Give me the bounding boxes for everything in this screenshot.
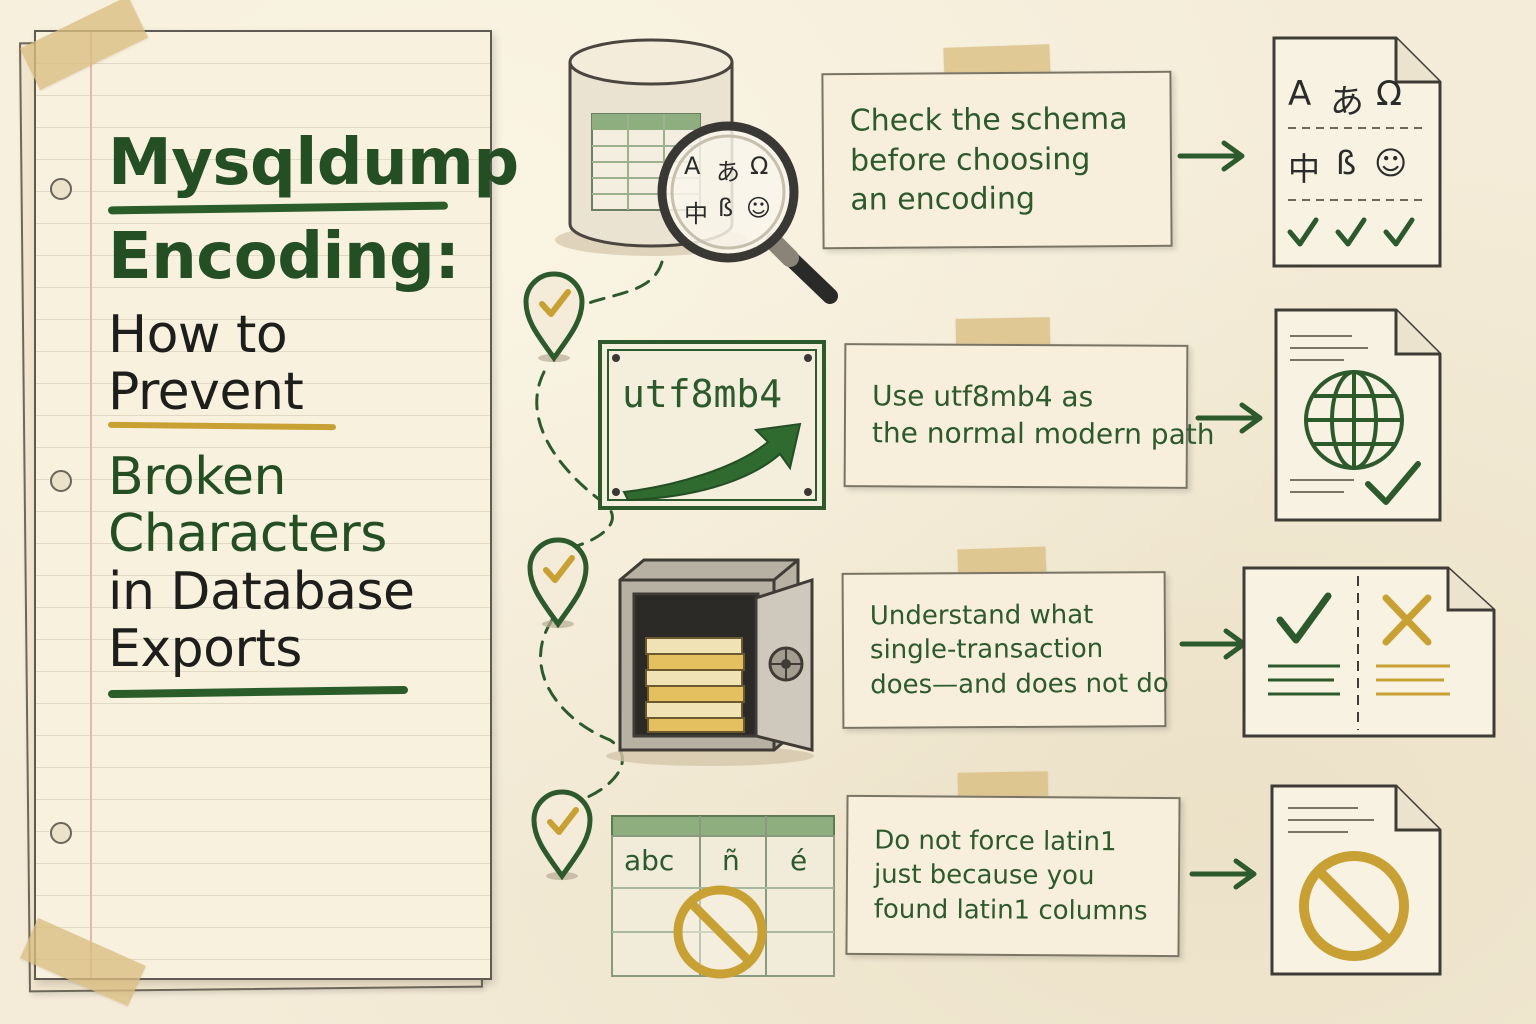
glyph: ☺ xyxy=(746,194,772,222)
notebook-page xyxy=(34,30,492,980)
step-3-card: Understand what single-transaction does—… xyxy=(841,571,1169,729)
step-text-line: Do not force latin1 xyxy=(874,825,1117,858)
step-text-line: just because you xyxy=(873,859,1095,892)
table-cell: abc xyxy=(624,844,675,877)
glyph: Ω xyxy=(750,152,769,180)
checkmark-icon xyxy=(1276,592,1332,644)
glyph: 中 xyxy=(684,200,708,228)
document-icon xyxy=(1242,566,1496,738)
utf8mb4-board xyxy=(598,340,826,510)
margin-line xyxy=(90,32,92,978)
title-line: Encoding: xyxy=(108,220,460,295)
subtitle-line: Broken xyxy=(108,447,286,508)
subtitle-line: Exports xyxy=(108,618,302,679)
step-4-text: Do not force latin1 just because you fou… xyxy=(874,824,1169,929)
glyph: Ω xyxy=(1376,74,1402,114)
title-line: Mysqldump xyxy=(108,126,519,200)
step-text-line: Understand what xyxy=(869,600,1094,632)
step-4-card: Do not force latin1 just because you fou… xyxy=(845,794,1181,958)
step-2-text: Use utf8mb4 as the normal modern path xyxy=(871,378,1215,453)
binder-hole xyxy=(50,178,72,200)
arrow-right-icon xyxy=(1177,140,1245,172)
step-text-line: single-transaction xyxy=(869,634,1104,666)
document-icon xyxy=(1274,308,1442,522)
binder-hole xyxy=(50,822,72,844)
subtitle-line: Characters xyxy=(108,504,387,565)
subtitle-line: How to xyxy=(108,304,288,365)
title-block: Mysqldump Encoding: How to Prevent Broke… xyxy=(107,126,519,706)
glyph: A xyxy=(1288,74,1312,114)
step-text-line: does—and does not do xyxy=(870,668,1169,700)
glyph: A xyxy=(684,152,701,180)
arrow-right-icon xyxy=(1195,402,1263,434)
glyph: あ xyxy=(1330,82,1364,122)
table-cell: é xyxy=(790,844,808,877)
arrow-right-icon xyxy=(1189,858,1257,890)
safe-icon xyxy=(606,558,814,766)
checkmark-icon xyxy=(1335,217,1367,247)
checkmark-icon xyxy=(1365,461,1421,505)
prohibited-icon xyxy=(1299,851,1409,961)
step-text-line: the normal modern path xyxy=(871,416,1215,452)
binder-hole xyxy=(50,470,72,492)
checkmark-icon xyxy=(1383,217,1415,247)
magnifier-icon xyxy=(657,121,838,304)
document-icon xyxy=(1270,784,1442,976)
location-pin-check-icon xyxy=(523,271,585,363)
glyph: ß xyxy=(718,194,734,222)
step-text-line: Check the schema xyxy=(849,101,1128,139)
x-icon xyxy=(1382,594,1432,646)
step-text-line: found latin1 columns xyxy=(873,894,1148,927)
checkmark-icon xyxy=(1287,217,1319,247)
step-3-text: Understand what single-transaction does—… xyxy=(869,598,1169,702)
arrow-up-icon xyxy=(622,422,802,502)
subtitle-line: Prevent xyxy=(108,361,304,422)
step-2-card: Use utf8mb4 as the normal modern path xyxy=(843,343,1215,489)
glyph: ß xyxy=(1336,144,1357,182)
step-text-line: an encoding xyxy=(850,181,1036,218)
globe-icon xyxy=(1304,370,1404,470)
prohibited-icon xyxy=(673,885,767,979)
step-text-line: Use utf8mb4 as xyxy=(872,379,1094,414)
glyph: あ xyxy=(716,158,740,186)
location-pin-check-icon xyxy=(527,537,589,629)
location-pin-check-icon xyxy=(531,789,593,881)
glyph: 中 xyxy=(1288,150,1321,188)
step-1-text: Check the schema before choosing an enco… xyxy=(850,99,1161,220)
step-text-line: before choosing xyxy=(849,141,1091,179)
table-cell: ñ xyxy=(722,844,740,877)
step-1-card: Check the schema before choosing an enco… xyxy=(821,70,1173,250)
board-label: utf8mb4 xyxy=(622,372,783,416)
document-icon xyxy=(1272,36,1442,268)
glyph: ☺ xyxy=(1374,144,1408,182)
subtitle-line: in Database xyxy=(108,561,415,622)
